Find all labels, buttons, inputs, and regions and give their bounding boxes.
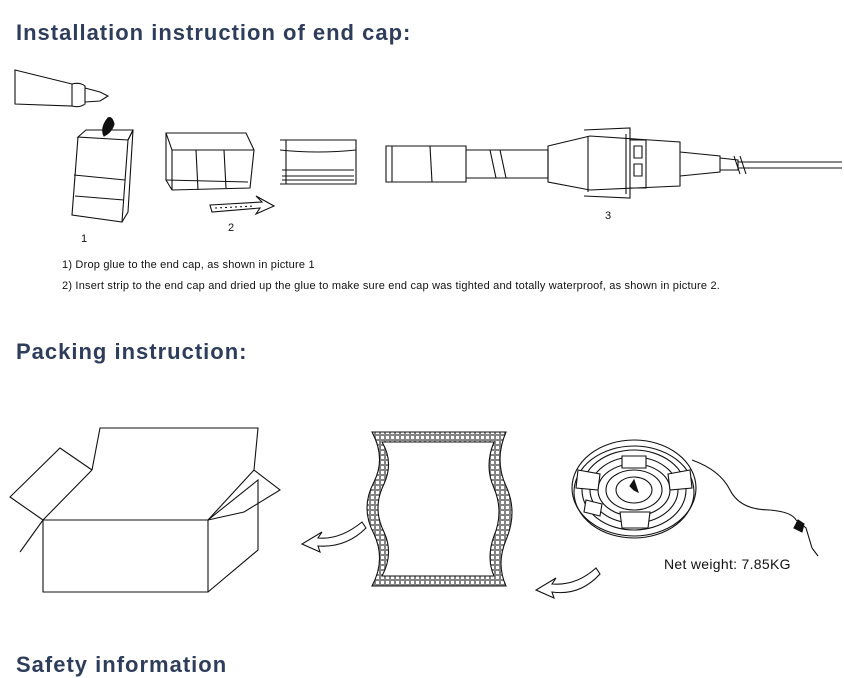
installation-step-1: 1) Drop glue to the end cap, as shown in… (62, 259, 315, 271)
installation-illustration (14, 69, 842, 223)
carton-box-icon (9, 427, 281, 593)
step-label-1: 1 (81, 233, 88, 245)
arrow-icon (209, 195, 276, 216)
glue-tube-icon (14, 69, 110, 108)
end-cap-vertical-icon (71, 129, 134, 223)
end-cap-assembly-icon (385, 127, 842, 199)
end-cap-horizontal-icon (165, 132, 255, 191)
net-weight-label: Net weight: 7.85KG (664, 556, 791, 572)
installation-heading: Installation instruction of end cap: (16, 20, 412, 45)
led-strip-profile-icon (279, 139, 357, 185)
arrow-left-icon (300, 521, 367, 554)
step-label-2: 2 (228, 222, 235, 234)
bubble-bag-icon (366, 431, 513, 587)
arrow-left-icon-2 (534, 567, 601, 600)
led-reel-icon (571, 439, 819, 557)
packing-heading: Packing instruction: (16, 339, 248, 364)
installation-step-2: 2) Insert strip to the end cap and dried… (62, 280, 721, 292)
glue-drop-icon (102, 117, 115, 137)
step-label-3: 3 (605, 210, 612, 222)
